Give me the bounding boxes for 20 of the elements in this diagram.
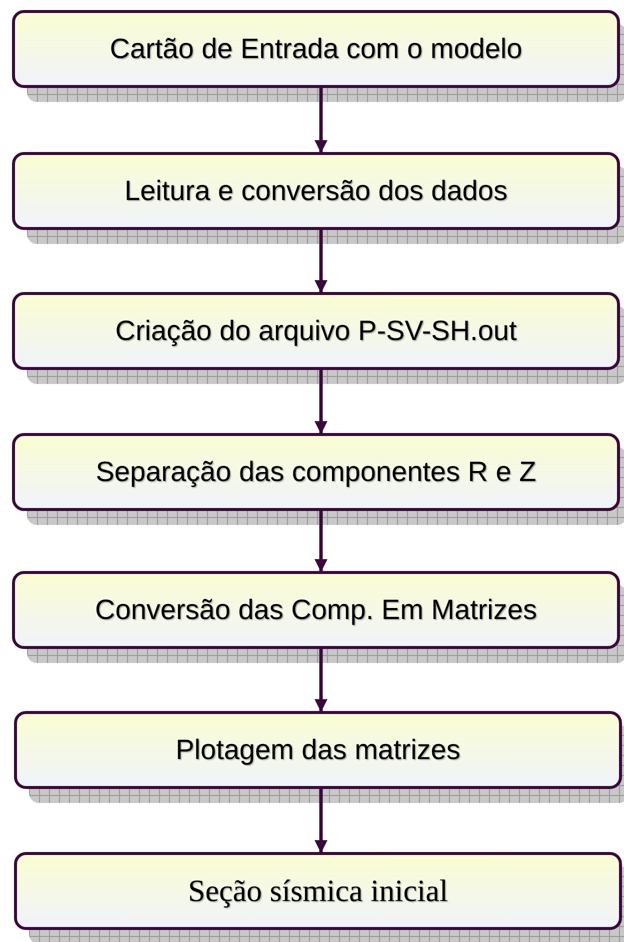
box-label: Seção sísmica inicial — [188, 873, 448, 909]
box-label: Leitura e conversão dos dados — [124, 175, 508, 207]
arrow — [314, 88, 328, 154]
process-box — [12, 292, 620, 370]
process-box — [12, 571, 620, 649]
box-label: Cartão de Entrada com o modelo — [110, 33, 522, 65]
arrow — [314, 370, 328, 434]
box-label: Plotagem das matrizes — [176, 734, 460, 766]
process-box — [12, 152, 620, 230]
arrow — [314, 511, 328, 572]
process-box — [14, 852, 622, 930]
box-label: Criação do arquivo P-SV-SH.out — [115, 315, 517, 347]
process-box — [12, 10, 620, 88]
arrow — [314, 230, 328, 294]
arrow — [314, 789, 328, 854]
box-label: Separação das componentes R e Z — [96, 456, 536, 488]
arrow — [314, 649, 328, 712]
process-box — [14, 711, 622, 789]
box-label: Conversão das Comp. Em Matrizes — [95, 594, 537, 626]
process-box — [12, 433, 620, 511]
